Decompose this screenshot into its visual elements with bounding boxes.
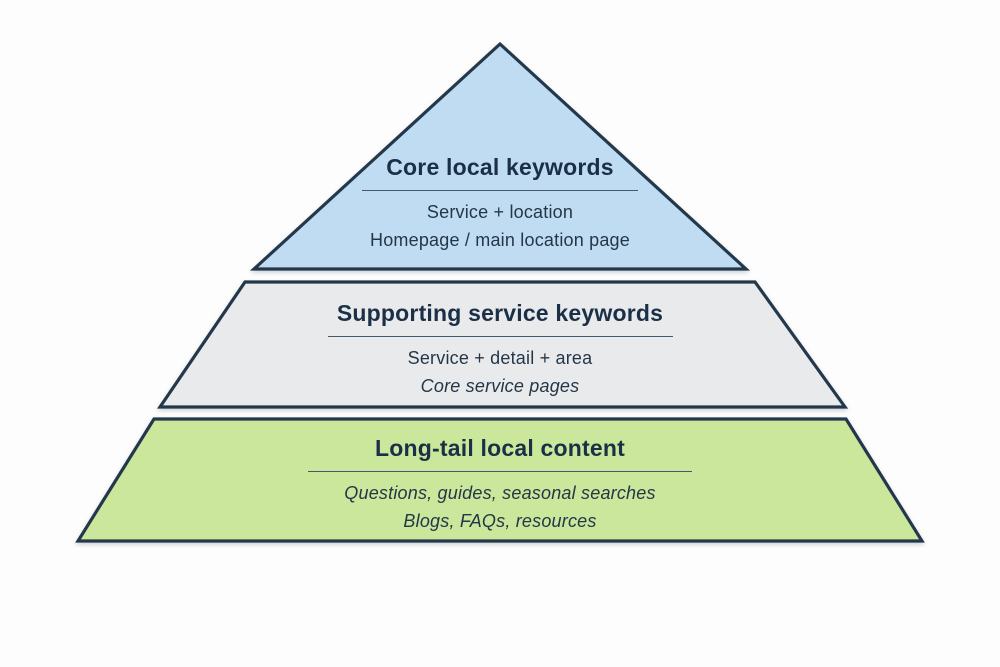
tier-middle-shape: [156, 280, 849, 409]
tier-top-shape: [249, 41, 751, 271]
tier-bottom-shape: [75, 417, 925, 543]
